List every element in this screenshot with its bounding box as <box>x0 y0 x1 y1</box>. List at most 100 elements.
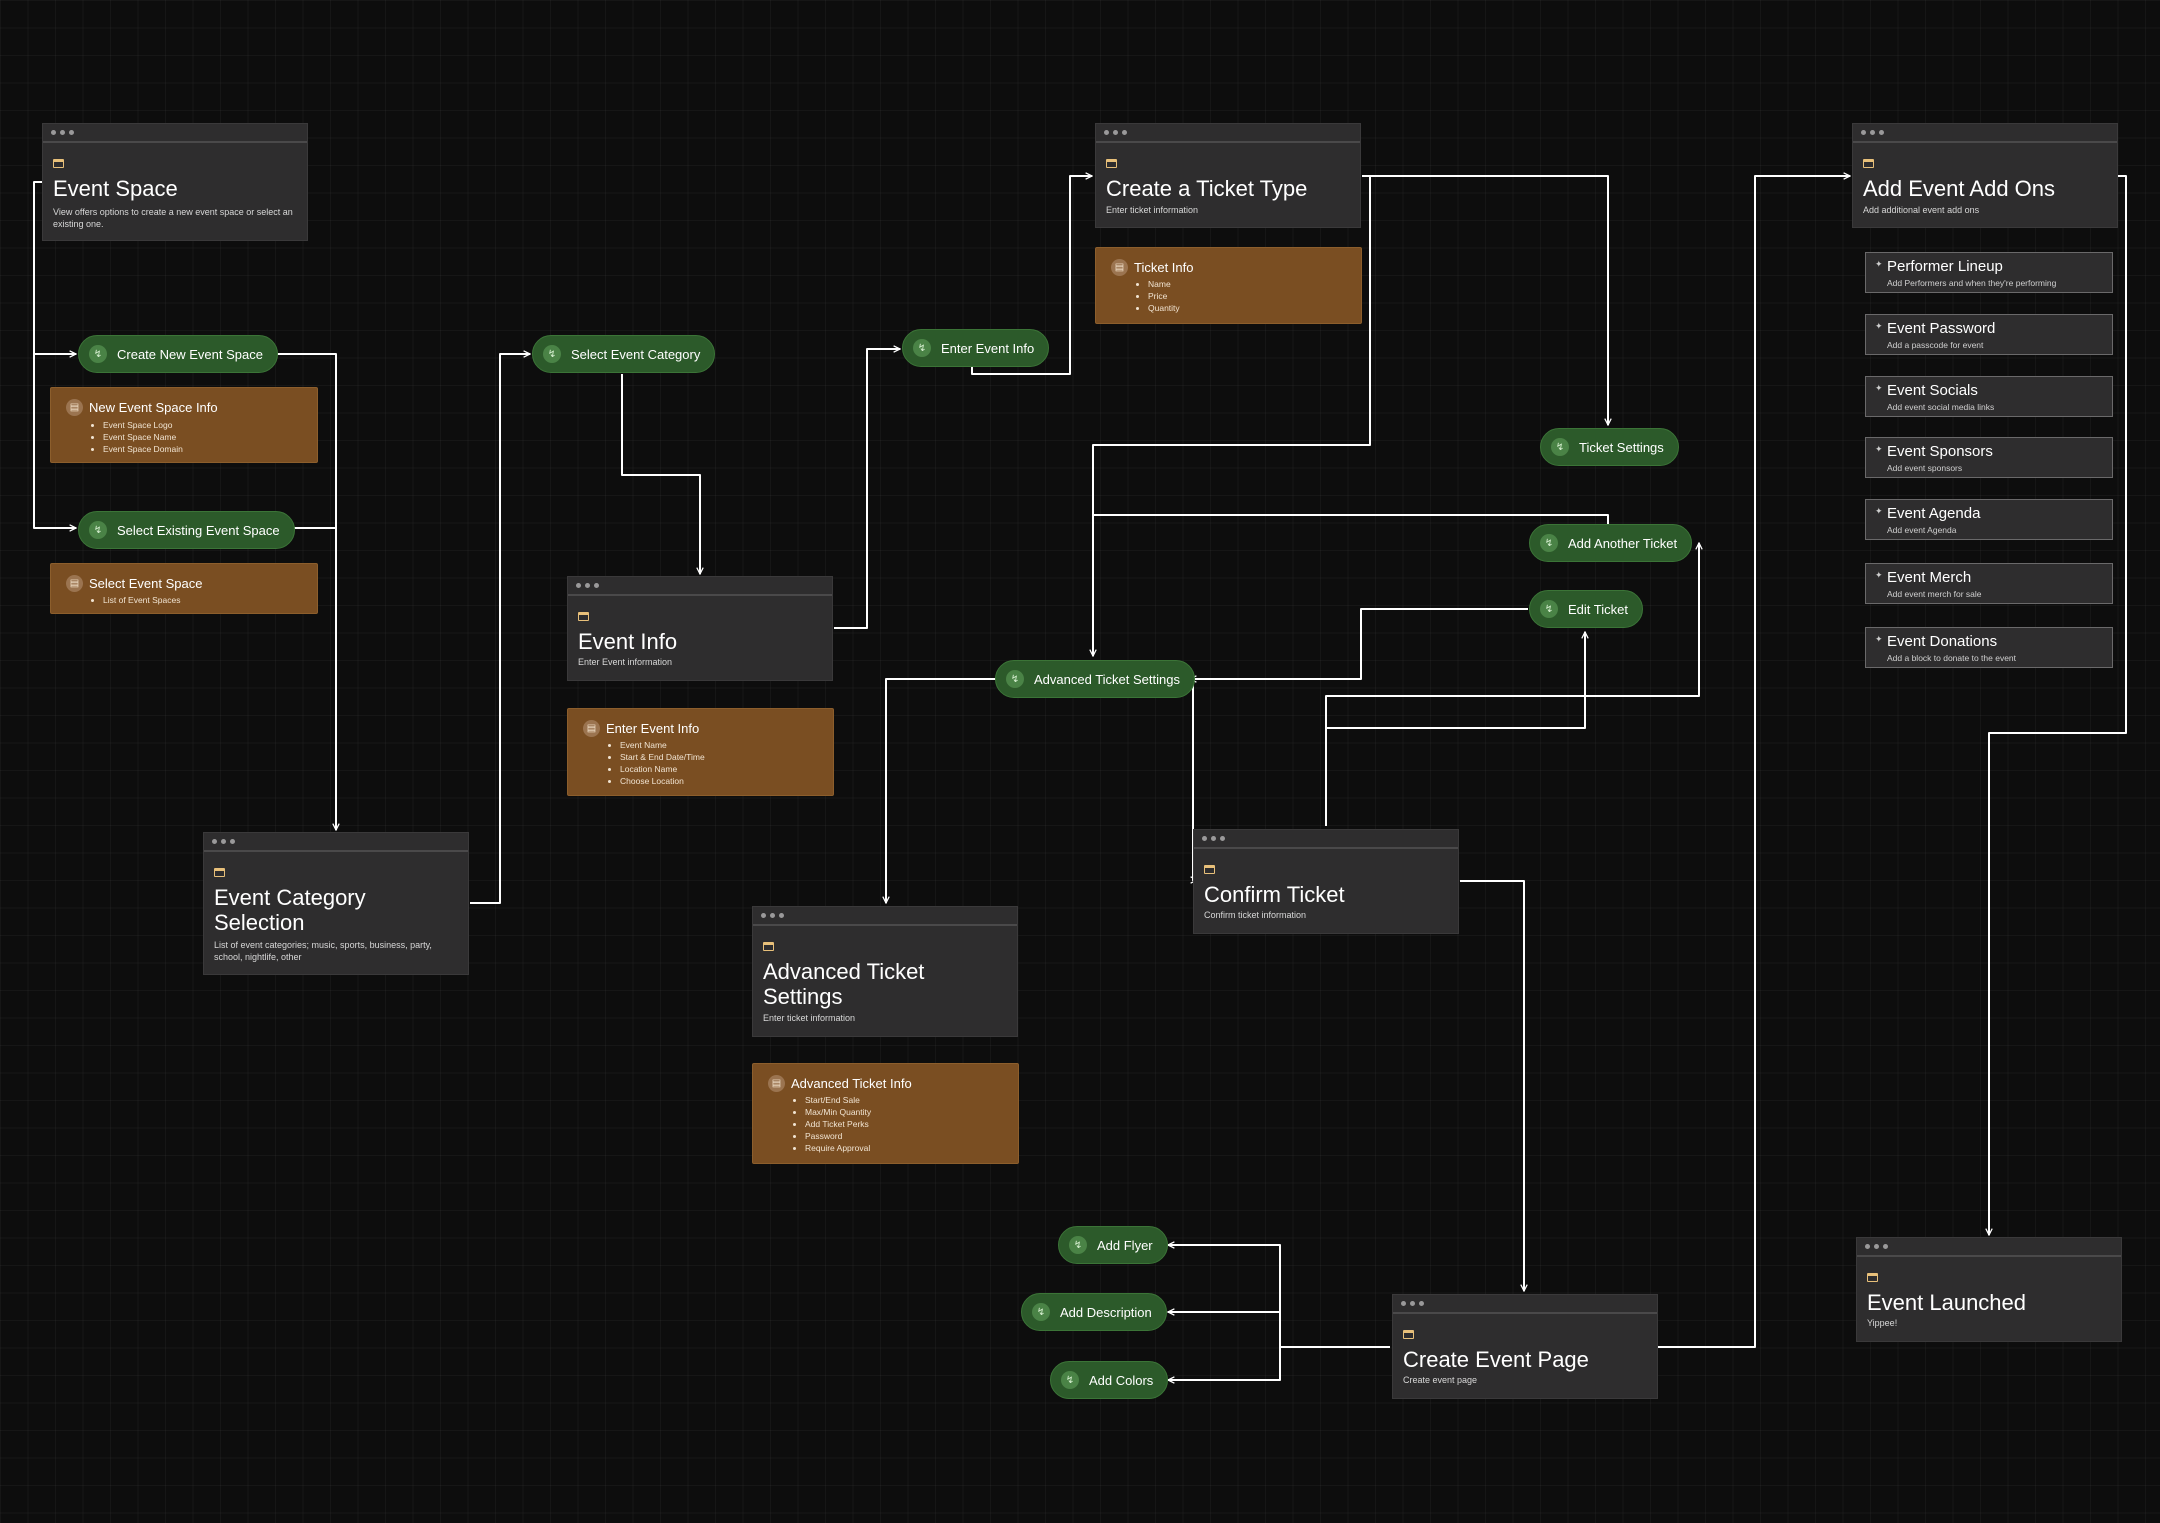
info-item: Max/Min Quantity <box>805 1106 871 1118</box>
info-advanced-ticket[interactable]: ▤ Advanced Ticket Info Start/End Sale Ma… <box>752 1063 1019 1164</box>
screen-title: Create a Ticket Type <box>1106 176 1308 201</box>
screen-title: Confirm Ticket <box>1204 882 1345 907</box>
screen-add-ons[interactable]: Add Event Add Ons Add additional event a… <box>1852 123 2118 228</box>
wire-space-to-select <box>33 354 76 528</box>
screen-confirm-ticket[interactable]: Confirm Ticket Confirm ticket informatio… <box>1193 829 1459 934</box>
info-list: Event Name Start & End Date/Time Locatio… <box>608 739 705 787</box>
action-label: Add Another Ticket <box>1568 535 1678 551</box>
action-label: Select Event Category <box>571 346 701 362</box>
screen-subtitle: Yippee! <box>1867 1318 1898 1328</box>
window-icon <box>1204 865 1215 874</box>
info-item: Require Approval <box>805 1142 871 1154</box>
screen-title: Event Info <box>578 629 678 654</box>
action-label: Enter Event Info <box>941 340 1035 356</box>
wire-enter-to-ticket-type <box>971 176 1092 375</box>
info-enter-event[interactable]: ▤ Enter Event Info Event Name Start & En… <box>567 708 834 796</box>
action-label: Create New Event Space <box>117 346 263 362</box>
addon-title: Event Password <box>1887 320 1996 337</box>
window-icon <box>578 612 589 621</box>
info-item: Event Space Name <box>103 431 183 443</box>
info-new-event-space[interactable]: ▤ New Event Space Info Event Space Logo … <box>50 387 318 463</box>
wire-space-to-create <box>33 181 76 354</box>
action-edit-ticket[interactable]: ↯ Edit Ticket <box>1529 590 1643 628</box>
action-add-another-ticket[interactable]: ↯ Add Another Ticket <box>1529 524 1693 562</box>
info-list: Name Price Quantity <box>1136 278 1180 314</box>
screen-event-category[interactable]: Event Category Selection List of event c… <box>203 832 469 975</box>
info-ticket[interactable]: ▤ Ticket Info Name Price Quantity <box>1095 247 1362 324</box>
info-item: Add Ticket Perks <box>805 1118 871 1130</box>
info-list: Event Space Logo Event Space Name Event … <box>91 419 183 455</box>
screen-subtitle: View offers options to create a new even… <box>53 207 293 229</box>
action-select-existing-event-space[interactable]: ↯ Select Existing Event Space <box>78 511 295 549</box>
action-add-flyer[interactable]: ↯ Add Flyer <box>1058 1226 1168 1264</box>
info-item: Event Space Domain <box>103 443 183 455</box>
window-icon <box>1863 159 1874 168</box>
info-item: Price <box>1148 290 1180 302</box>
addon-event-password[interactable]: ✦ Event Password Add a passcode for even… <box>1865 314 2113 355</box>
database-icon: ▤ <box>1111 259 1128 276</box>
window-dots <box>43 124 307 143</box>
screen-event-space[interactable]: Event Space View offers options to creat… <box>42 123 308 241</box>
screen-subtitle: Confirm ticket information <box>1204 910 1307 920</box>
wire-adv-settings-to-adv-screen <box>886 678 997 903</box>
component-icon: ✦ <box>1875 570 1883 580</box>
info-list: List of Event Spaces <box>91 594 181 606</box>
action-add-description[interactable]: ↯ Add Description <box>1021 1293 1167 1331</box>
wire-create-to-category <box>274 353 336 830</box>
wire-another-to-adv-settings <box>1093 514 1609 525</box>
action-label: Add Flyer <box>1097 1237 1153 1253</box>
info-item: List of Event Spaces <box>103 594 181 606</box>
addon-event-donations[interactable]: ✦ Event Donations Add a block to donate … <box>1865 627 2113 668</box>
info-title: New Event Space Info <box>89 400 218 415</box>
addon-event-merch[interactable]: ✦ Event Merch Add event merch for sale <box>1865 563 2113 604</box>
action-label: Advanced Ticket Settings <box>1034 671 1180 687</box>
component-icon: ✦ <box>1875 383 1883 393</box>
lightning-icon: ↯ <box>1032 1303 1050 1321</box>
lightning-icon: ↯ <box>89 521 107 539</box>
wire-add-ons-to-launched <box>1989 175 2127 1235</box>
action-select-event-category[interactable]: ↯ Select Event Category <box>532 335 716 373</box>
addon-subtitle: Add event social media links <box>1887 402 1995 412</box>
lightning-icon: ↯ <box>1006 670 1024 688</box>
component-icon: ✦ <box>1875 506 1883 516</box>
action-ticket-settings[interactable]: ↯ Ticket Settings <box>1540 428 1679 466</box>
wire-confirm-to-edit <box>1325 632 1585 826</box>
info-select-event-space[interactable]: ▤ Select Event Space List of Event Space… <box>50 563 318 614</box>
screen-event-page[interactable]: Create Event Page Create event page <box>1392 1294 1658 1399</box>
addon-event-sponsors[interactable]: ✦ Event Sponsors Add event sponsors <box>1865 437 2113 478</box>
lightning-icon: ↯ <box>1540 600 1558 618</box>
window-icon <box>1867 1273 1878 1282</box>
addon-title: Performer Lineup <box>1887 258 2003 275</box>
info-item: Event Space Logo <box>103 419 183 431</box>
lightning-icon: ↯ <box>1551 438 1569 456</box>
addon-performer-lineup[interactable]: ✦ Performer Lineup Add Performers and wh… <box>1865 252 2113 293</box>
addon-subtitle: Add event merch for sale <box>1887 589 1982 599</box>
screen-subtitle: Enter ticket information <box>1106 205 1199 215</box>
info-item: Name <box>1148 278 1180 290</box>
info-title: Enter Event Info <box>606 721 700 736</box>
info-title: Advanced Ticket Info <box>791 1076 912 1091</box>
wire-ticket-type-to-adv-settings <box>1093 176 1371 656</box>
database-icon: ▤ <box>768 1075 785 1092</box>
lightning-icon: ↯ <box>543 345 561 363</box>
info-item: Password <box>805 1130 871 1142</box>
action-create-new-event-space[interactable]: ↯ Create New Event Space <box>78 335 278 373</box>
screen-event-launched[interactable]: Event Launched Yippee! <box>1856 1237 2122 1342</box>
addon-event-socials[interactable]: ✦ Event Socials Add event social media l… <box>1865 376 2113 417</box>
lightning-icon: ↯ <box>1540 534 1558 552</box>
action-add-colors[interactable]: ↯ Add Colors <box>1050 1361 1169 1399</box>
wire-confirm-to-another <box>1325 543 1699 728</box>
screen-event-info[interactable]: Event Info Enter Event information <box>567 576 833 681</box>
addon-subtitle: Add a passcode for event <box>1887 340 1984 350</box>
action-advanced-ticket-settings[interactable]: ↯ Advanced Ticket Settings <box>995 660 1195 698</box>
action-enter-event-info[interactable]: ↯ Enter Event Info <box>902 329 1050 367</box>
window-icon <box>1106 159 1117 168</box>
addon-subtitle: Add event sponsors <box>1887 463 1963 473</box>
screen-ticket-type[interactable]: Create a Ticket Type Enter ticket inform… <box>1095 123 1361 228</box>
component-icon: ✦ <box>1875 321 1883 331</box>
window-dots <box>1096 124 1360 143</box>
screen-advanced-ticket[interactable]: Advanced Ticket Settings Enter ticket in… <box>752 906 1018 1037</box>
addon-event-agenda[interactable]: ✦ Event Agenda Add event Agenda <box>1865 499 2113 540</box>
screen-title: Add Event Add Ons <box>1863 176 2056 201</box>
screen-subtitle: List of event categories; music, sports,… <box>214 940 432 962</box>
